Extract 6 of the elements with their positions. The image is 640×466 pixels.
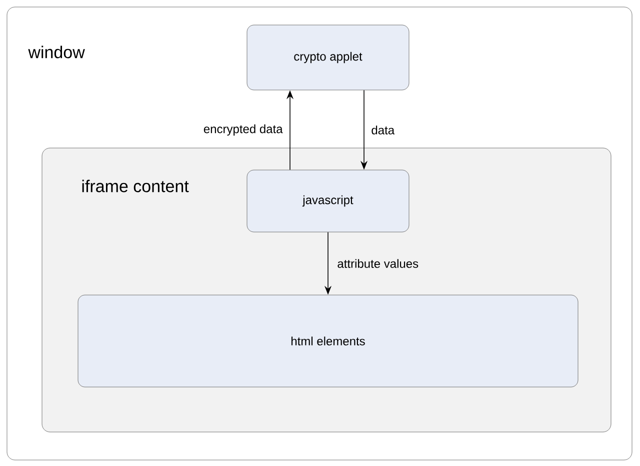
process-box: javascript <box>246 170 410 232</box>
edge-label: data <box>372 126 395 134</box>
edge-label: encrypted data <box>204 124 283 136</box>
edge-label: attribute values <box>338 259 418 268</box>
process-box: html elements <box>78 294 578 388</box>
process-box: crypto applet <box>246 24 410 90</box>
